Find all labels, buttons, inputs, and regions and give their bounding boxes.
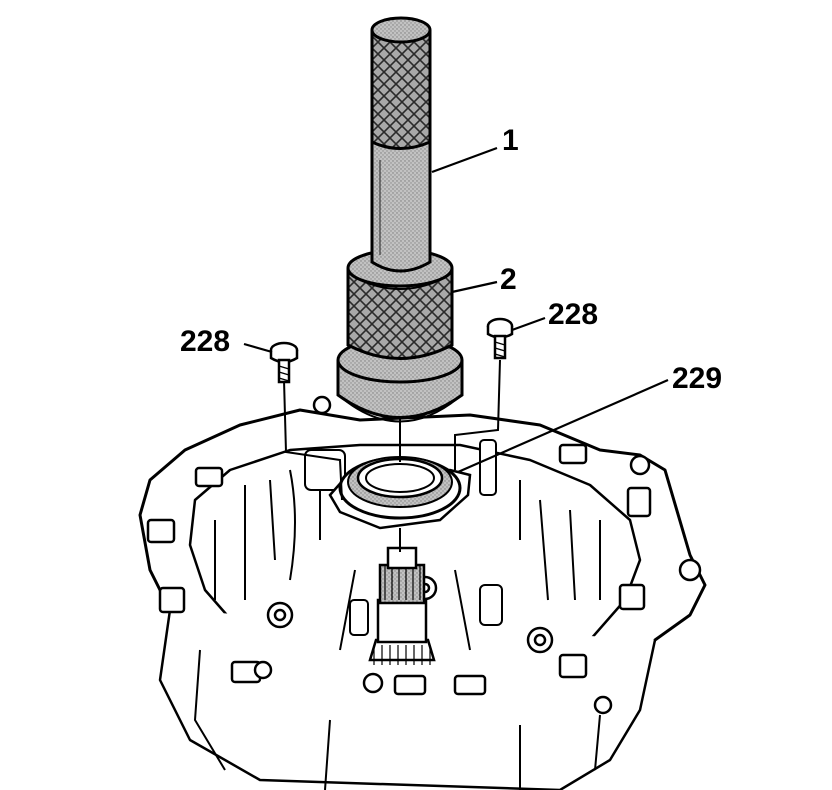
flange-lug bbox=[158, 586, 186, 614]
seal-installer-tool bbox=[336, 248, 464, 423]
flange-lug bbox=[453, 674, 487, 696]
alignment-lines bbox=[283, 359, 501, 552]
housing-lower-rib bbox=[194, 649, 601, 790]
housing-lower-case bbox=[158, 609, 657, 790]
leader-228-right bbox=[511, 316, 546, 332]
flange-lug bbox=[558, 653, 588, 679]
flange-hole bbox=[629, 454, 651, 476]
flange-lug bbox=[558, 443, 588, 465]
flange-hole bbox=[593, 695, 613, 715]
housing-internal-ribs bbox=[214, 439, 601, 651]
flange-lug bbox=[146, 518, 176, 544]
driver-handle-tool bbox=[370, 16, 432, 273]
flange-hole bbox=[253, 660, 273, 680]
bolt-left-228 bbox=[269, 341, 299, 384]
bolt-right-228 bbox=[486, 317, 514, 360]
callout-tool-handle: 1 bbox=[502, 124, 519, 157]
callout-seal: 229 bbox=[672, 362, 723, 395]
leader-2 bbox=[451, 280, 498, 294]
transmission-housing bbox=[138, 408, 707, 790]
flange-hole bbox=[362, 672, 384, 694]
flange-lug bbox=[626, 486, 652, 518]
flange-lug bbox=[393, 674, 427, 696]
flange-lug bbox=[618, 583, 646, 611]
callout-bolt-right: 228 bbox=[548, 298, 599, 331]
callout-leaders bbox=[243, 146, 669, 474]
callout-bolt-left: 228 bbox=[180, 325, 231, 358]
housing-flange-lugs bbox=[146, 395, 702, 715]
flange-lug bbox=[194, 466, 224, 488]
flange-hole bbox=[678, 558, 702, 582]
leader-229 bbox=[457, 378, 669, 474]
leader-228-left bbox=[243, 342, 273, 354]
front-seal bbox=[338, 456, 462, 520]
flange-hole bbox=[312, 395, 332, 415]
leader-1 bbox=[431, 146, 498, 174]
callout-tool-installer: 2 bbox=[500, 263, 517, 296]
input-shaft bbox=[368, 546, 436, 665]
